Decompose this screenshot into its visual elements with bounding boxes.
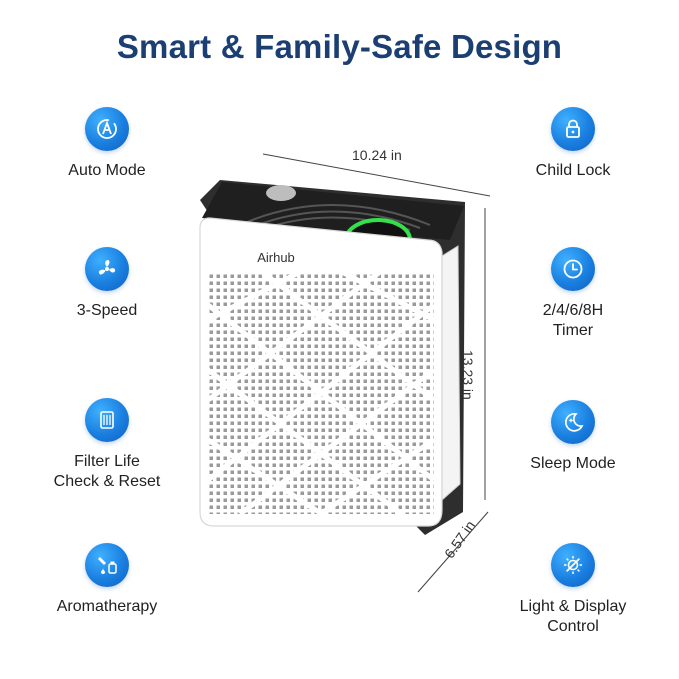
feature-aromatherapy: Aromatherapy [32, 543, 182, 617]
feature-label: Light & Display Control [519, 598, 627, 635]
feature-label: Aromatherapy [56, 598, 158, 615]
lock-icon [551, 107, 595, 151]
air-purifier-illustration: 08 Airhub [199, 153, 491, 593]
depth-dimension-line [417, 511, 489, 593]
aroma-knob [266, 185, 296, 201]
page-title: Smart & Family-Safe Design [116, 28, 563, 65]
side-handle [441, 245, 461, 502]
feature-filter-life: Filter Life Check & Reset [32, 398, 182, 492]
feature-label: 3-Speed [76, 302, 138, 319]
moon-stars-icon [551, 400, 595, 444]
feature-label: 2/4/6/8H Timer [542, 302, 604, 339]
fan-icon [85, 247, 129, 291]
light-off-icon [551, 543, 595, 587]
width-dimension-line [262, 153, 491, 197]
feature-child-lock: Child Lock [498, 107, 648, 181]
auto-mode-icon [85, 107, 129, 151]
feature-label: Child Lock [535, 162, 611, 179]
dropper-bottle-icon [85, 543, 129, 587]
width-dimension-label: 10.24 in [352, 147, 402, 163]
feature-timer: 2/4/6/8H Timer [498, 247, 648, 341]
feature-label: Auto Mode [68, 162, 146, 179]
brand-logo: Airhub [257, 250, 295, 265]
clock-icon [551, 247, 595, 291]
feature-light-display-control: Light & Display Control [498, 543, 648, 637]
filter-icon [85, 398, 129, 442]
feature-3-speed: 3-Speed [32, 247, 182, 321]
feature-sleep-mode: Sleep Mode [498, 400, 648, 474]
feature-auto-mode: Auto Mode [32, 107, 182, 181]
height-dimension-label: 13.23 in [460, 350, 476, 400]
feature-label: Sleep Mode [530, 455, 616, 472]
grille-diamond-pattern [206, 269, 436, 517]
feature-label: Filter Life Check & Reset [53, 453, 161, 490]
